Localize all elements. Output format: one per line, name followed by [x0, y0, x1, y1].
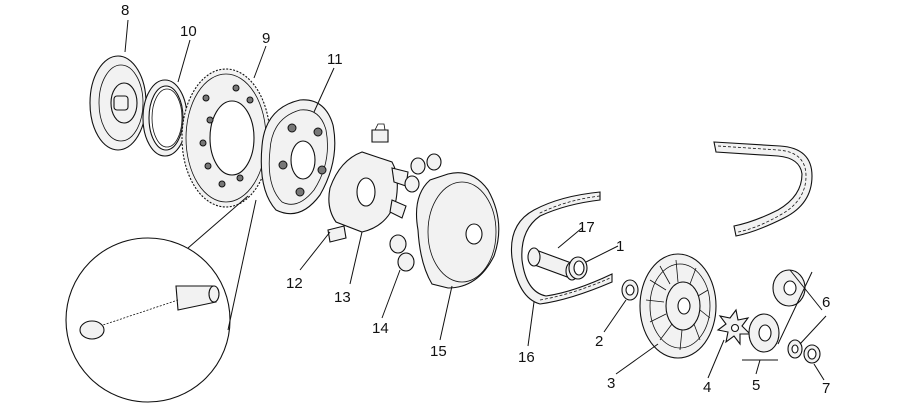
part-16-belt	[510, 191, 613, 305]
part-13-ramp-plate	[328, 151, 409, 233]
callout-10: 10	[180, 23, 197, 40]
part-7-nut	[803, 344, 821, 364]
part-9-gear	[181, 68, 271, 208]
part-10-ring	[142, 79, 188, 157]
callout-11: 11	[327, 51, 343, 68]
part-6-washer	[787, 339, 803, 359]
part-12-slider-top	[371, 123, 389, 143]
callout-13: 13	[334, 289, 351, 306]
callout-9: 9	[262, 30, 270, 47]
callout-16: 16	[518, 349, 535, 366]
detail-magnifier	[65, 195, 257, 403]
part-4-spider	[716, 308, 752, 346]
callout-14: 14	[372, 320, 389, 337]
callout-6: 6	[822, 294, 830, 311]
callout-17: 17	[578, 219, 595, 236]
callout-3: 3	[607, 375, 615, 392]
callout-1: 1	[616, 238, 624, 255]
callout-5: 5	[752, 377, 760, 394]
part-2-washer	[621, 279, 639, 301]
callout-4: 4	[703, 379, 711, 396]
part-12-slider-bottom	[327, 225, 347, 243]
spare-belt	[713, 141, 813, 237]
callout-labels: 8 10 9 11 12 13 14 15 16 17 1 2 3 4 5 6 …	[121, 2, 830, 397]
part-14-rollers	[389, 153, 442, 272]
callout-15: 15	[430, 343, 447, 360]
callout-2: 2	[595, 333, 603, 350]
part-11-plate	[260, 99, 336, 215]
callout-7: 7	[822, 380, 830, 397]
part-1-bushing	[568, 256, 588, 280]
part-3-fan-pulley	[639, 253, 717, 359]
callout-8: 8	[121, 2, 129, 19]
part-8-disc	[89, 55, 147, 151]
leader-lines	[124, 19, 827, 381]
callout-12: 12	[286, 275, 303, 292]
part-15-pulley	[415, 172, 500, 289]
